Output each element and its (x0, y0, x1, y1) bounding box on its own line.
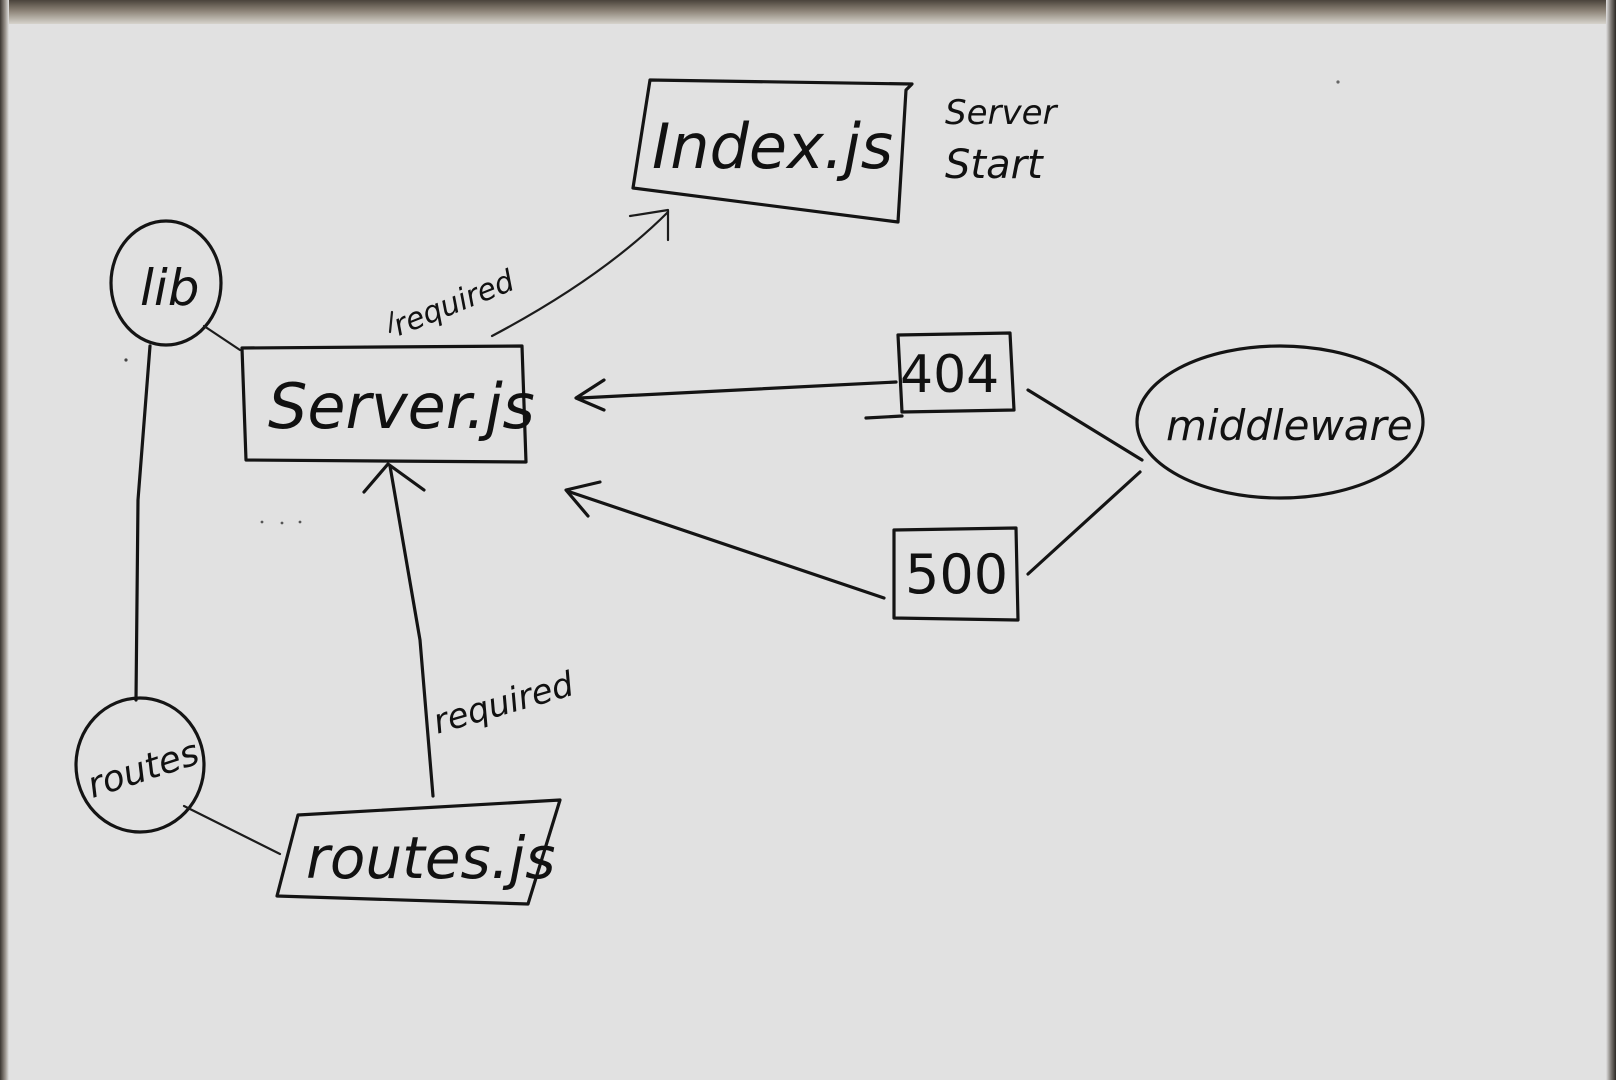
error-404-label: 404 (900, 345, 999, 405)
index-js-label: Index.js (652, 110, 893, 183)
edge-lib-to-server (202, 324, 242, 352)
error-500-box (892, 526, 1020, 622)
routes-node: routes (74, 696, 206, 834)
edge-server-to-index-line (490, 210, 670, 338)
routes-circle (74, 696, 206, 834)
edge-500-to-server-arrowhead (564, 480, 602, 518)
edge-404-to-server-arrowhead (574, 378, 606, 412)
edge-500-to-server (564, 480, 886, 600)
whiteboard-frame-left (0, 0, 9, 1080)
board-specks (124, 80, 1340, 525)
edge-404-to-server (574, 378, 904, 420)
index-js-note-line-2: Start (945, 142, 1044, 188)
whiteboard-frame-top (0, 0, 1616, 24)
edge-routes-js-to-server-arrowhead (362, 462, 426, 494)
edge-routes-js-to-server-line (388, 464, 435, 798)
server-js-node: Server.js (240, 344, 535, 464)
index-js-node: Index.js Server Start (631, 78, 1059, 224)
server-js-box (240, 344, 528, 464)
lib-label: lib (140, 259, 200, 317)
edge-server-to-index-tick (388, 310, 394, 334)
middleware-ellipse (1135, 344, 1425, 500)
index-js-box (631, 78, 914, 224)
server-js-label: Server.js (268, 370, 535, 443)
edge-404-to-middleware (1026, 388, 1144, 462)
edge-routes-js-to-server-label: required (429, 664, 579, 742)
routes-js-node: routes.js (275, 798, 562, 906)
index-js-note-line-1: Server (945, 93, 1059, 133)
edge-routes-js-to-server: required (362, 462, 579, 798)
edge-404-to-server-line (578, 380, 898, 400)
lib-node: lib (109, 219, 223, 347)
edge-500-to-middleware (1026, 470, 1142, 576)
edge-server-to-index: required (388, 208, 670, 344)
edge-server-to-index-arrowhead (628, 208, 670, 242)
lib-circle (109, 219, 223, 347)
error-404-box (896, 331, 1016, 414)
routes-js-box (275, 798, 562, 906)
edge-lib-to-routes (134, 344, 152, 702)
edge-404-to-server-tail (864, 414, 904, 420)
error-500-node: 500 (892, 526, 1020, 622)
middleware-label: middleware (1166, 401, 1413, 450)
routes-label: routes (82, 732, 204, 806)
edge-500-to-server-line (568, 490, 886, 600)
middleware-node: middleware (1135, 344, 1425, 500)
error-500-label: 500 (905, 543, 1008, 606)
error-404-node: 404 (896, 331, 1016, 414)
whiteboard-frame-right (1606, 0, 1616, 1080)
routes-js-label: routes.js (306, 824, 556, 892)
edge-routes-to-routes-js (182, 804, 282, 856)
